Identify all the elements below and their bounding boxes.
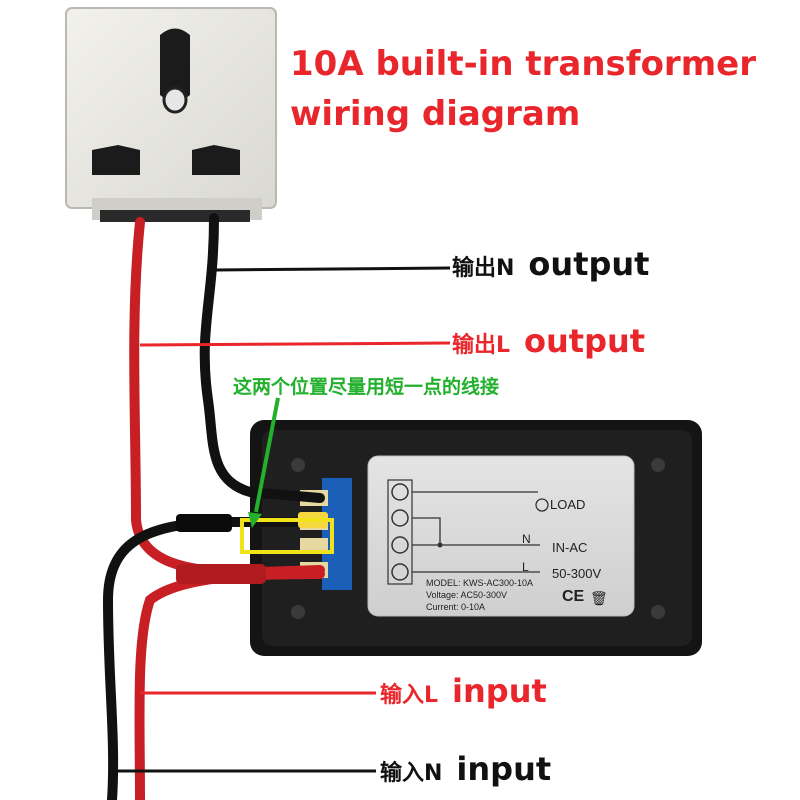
plate-ce-mark: CE	[562, 588, 585, 605]
neutral-input-wire	[102, 517, 325, 800]
label-output-l: 输出L output	[452, 322, 645, 360]
short-wire-highlight-box	[240, 518, 334, 554]
plate-load: LOAD	[550, 497, 586, 512]
universal-socket	[65, 7, 277, 222]
diagram-title-line-2: wiring diagram	[290, 94, 581, 134]
label-output-n: 输出N output	[452, 245, 649, 283]
label-input-l-en: input	[452, 672, 547, 710]
wires	[102, 213, 328, 800]
label-input-n: 输入N input	[380, 750, 551, 788]
plate-voltage: Voltage: AC50-300V	[426, 590, 508, 600]
label-input-n-en: input	[456, 750, 552, 788]
label-output-n-en: output	[528, 245, 650, 283]
label-output-l-en: output	[524, 322, 646, 360]
leader-lines	[114, 266, 451, 773]
short-wire-note: 这两个位置尽量用短一点的线接	[233, 376, 500, 398]
weee-bin-icon: 🗑	[590, 590, 608, 606]
label-output-n-cn: 输出N	[452, 256, 515, 281]
plate-l: L	[522, 560, 529, 574]
plate-in-ac: IN-AC	[552, 540, 588, 555]
label-input-l: 输入L input	[380, 672, 547, 710]
meter-label-plate	[367, 455, 635, 617]
diagram-title-line-1: 10A built-in transformer	[290, 44, 756, 84]
label-input-n-cn: 输入N	[380, 761, 443, 786]
label-input-l-cn: 输入L	[380, 683, 439, 708]
plate-current: Current: 0-10A	[426, 602, 486, 612]
neutral-output-wire	[199, 213, 325, 503]
plate-model: MODEL: KWS-AC300-10A	[426, 578, 534, 588]
note-arrow	[248, 397, 280, 528]
label-output-l-cn: 输出L	[452, 333, 511, 358]
plate-range: 50-300V	[552, 566, 602, 581]
plate-n: N	[522, 532, 531, 546]
